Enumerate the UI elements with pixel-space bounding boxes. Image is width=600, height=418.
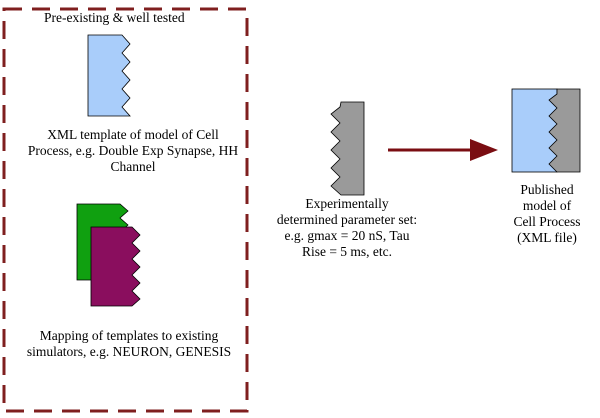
pre-existing-dashed-box bbox=[2, 7, 249, 413]
mapping-template-purple-shape bbox=[90, 226, 141, 307]
xml-template-label-line2: Process, e.g. Double Exp Synapse, HH bbox=[27, 143, 239, 158]
parameter-set-shape bbox=[330, 101, 365, 196]
parameter-set-label-line3: e.g. gmax = 20 nS, Tau bbox=[284, 228, 410, 243]
mapping-label: Mapping of templates to existing simulat… bbox=[14, 328, 244, 360]
mapping-label-line2: simulators, e.g. NEURON, GENESIS bbox=[26, 344, 232, 359]
xml-template-shape bbox=[87, 34, 131, 117]
published-model-label-line4: (XML file) bbox=[517, 230, 577, 245]
published-model-blue-part bbox=[511, 88, 558, 173]
parameter-set-label-line1: Experimentally bbox=[305, 196, 389, 211]
xml-template-label-line1: XML template of model of Cell bbox=[47, 127, 219, 142]
xml-template-label-line3: Channel bbox=[110, 159, 156, 174]
xml-template-label: XML template of model of Cell Process, e… bbox=[18, 127, 248, 175]
published-model-label-line2: model of bbox=[522, 198, 572, 213]
published-model-label-line3: Cell Process bbox=[513, 214, 581, 229]
mapping-label-line1: Mapping of templates to existing bbox=[39, 328, 219, 343]
parameter-set-label-line4: Rise = 5 ms, etc. bbox=[301, 244, 393, 259]
published-model-gray-part bbox=[548, 88, 581, 173]
pre-existing-title: Pre-existing & well tested bbox=[44, 10, 185, 25]
arrow-head bbox=[470, 139, 498, 161]
parameter-set-label: Experimentally determined parameter set:… bbox=[262, 196, 432, 260]
parameter-set-label-line2: determined parameter set: bbox=[276, 212, 418, 227]
published-model-label-line1: Published bbox=[520, 182, 574, 197]
published-model-label: Published model of Cell Process (XML fil… bbox=[502, 182, 592, 246]
